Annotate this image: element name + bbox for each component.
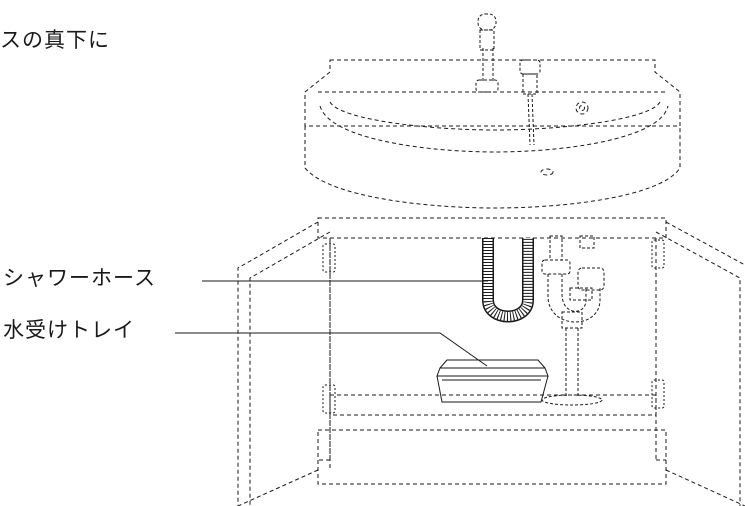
wash-basin <box>304 59 681 209</box>
door-hinges <box>322 239 665 414</box>
faucet <box>475 13 499 93</box>
cabinet-door-right <box>655 221 745 506</box>
header-text: スの真下に <box>0 28 110 52</box>
water-tray <box>436 359 549 403</box>
callout-label-shower-hose: シャワーホース <box>3 266 156 290</box>
popup-drain-rod <box>519 59 541 146</box>
callout-label-water-tray: 水受けトレイ <box>3 318 135 342</box>
leader-line-water-tray <box>175 332 488 367</box>
shower-hose <box>482 238 534 323</box>
cabinet-door-left <box>237 221 331 506</box>
drain-trap <box>541 235 605 406</box>
